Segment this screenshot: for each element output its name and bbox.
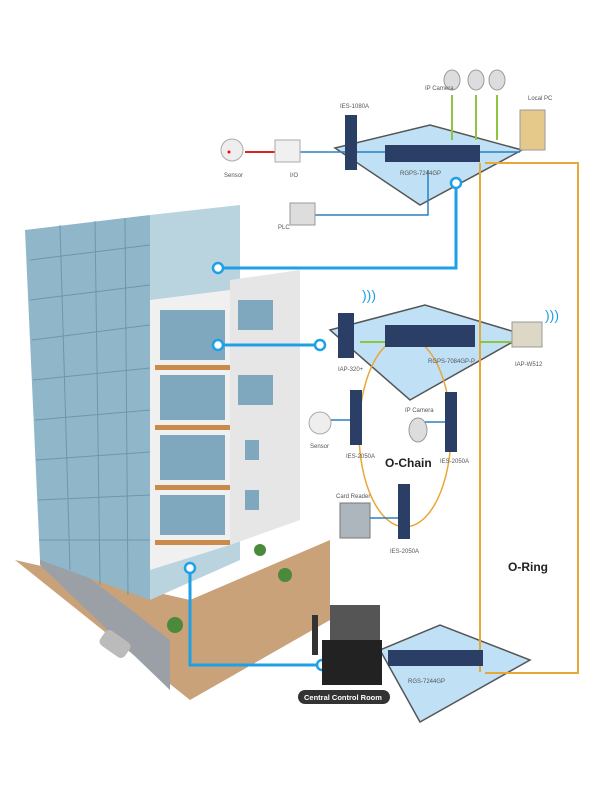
label-ip-camera: IP Camera	[425, 86, 454, 92]
switch-rgs-7244gp-icon	[388, 650, 483, 666]
label-sensor-mid: Sensor	[310, 444, 329, 450]
label-iap-320: IAP-320+	[338, 367, 364, 373]
connection-node	[211, 261, 225, 275]
label-ip-camera-mid: IP Camera	[405, 408, 434, 414]
label-central-control-room: Central Control Room	[304, 693, 382, 702]
switch-ies-2050a-icon	[350, 390, 362, 445]
label-ies-2050a-left: IES-2050A	[346, 454, 375, 460]
label-rgs-7244gp: RGS-7244GP	[408, 679, 445, 685]
label-ies-1080a: IES-1080A	[340, 104, 369, 110]
plc-icon	[289, 202, 316, 226]
switch-ies-1080a-icon	[345, 115, 357, 170]
connection-node	[313, 338, 327, 352]
control-room-icon	[312, 605, 382, 685]
switch-ies-2050a-icon	[398, 484, 410, 539]
label-sensor: Sensor	[224, 173, 243, 179]
connection-node	[211, 338, 225, 352]
ground-platform	[378, 624, 532, 724]
o-chain-label: O-Chain	[385, 456, 432, 470]
connection-node	[183, 561, 197, 575]
o-ring-label: O-Ring	[508, 560, 548, 574]
switch-ies-2050a-icon	[445, 392, 457, 452]
label-ies-2050a-right: IES-2050A	[440, 459, 469, 465]
label-local-pc: Local PC	[528, 96, 553, 102]
local-pc-icon	[519, 109, 546, 151]
sensor-icon	[308, 411, 332, 435]
label-iap-w512: IAP-W512	[515, 362, 543, 368]
wifi-icon: )))	[545, 307, 559, 323]
building	[15, 205, 330, 700]
label-card-reader: Card Reader	[336, 494, 370, 500]
label-rgps-7084gp-p: RGPS-7084GP-P	[428, 359, 475, 365]
ethernet-links	[188, 183, 458, 667]
switch-rgps-7084gp-p-icon	[385, 325, 475, 347]
card-reader-icon	[339, 502, 371, 539]
o-ring-link	[485, 162, 579, 674]
label-io: I/O	[290, 173, 298, 179]
sensor-icon	[220, 138, 244, 162]
access-point-iap-320-icon	[338, 313, 354, 358]
io-module-icon	[274, 139, 301, 163]
wifi-icon: )))	[362, 287, 376, 303]
label-ies-2050a-bottom: IES-2050A	[390, 549, 419, 555]
access-point-iap-w512-icon	[511, 321, 543, 348]
ip-camera-icon	[443, 69, 506, 91]
label-rgps-7244gp: RGPS-7244GP	[400, 171, 441, 177]
switch-rgps-7244gp-icon	[385, 145, 480, 162]
mid-platform	[328, 304, 527, 401]
ip-camera-icon	[408, 417, 428, 443]
connection-node	[449, 176, 463, 190]
control-room-label-pill	[298, 690, 390, 704]
label-plc: PLC	[278, 225, 290, 231]
